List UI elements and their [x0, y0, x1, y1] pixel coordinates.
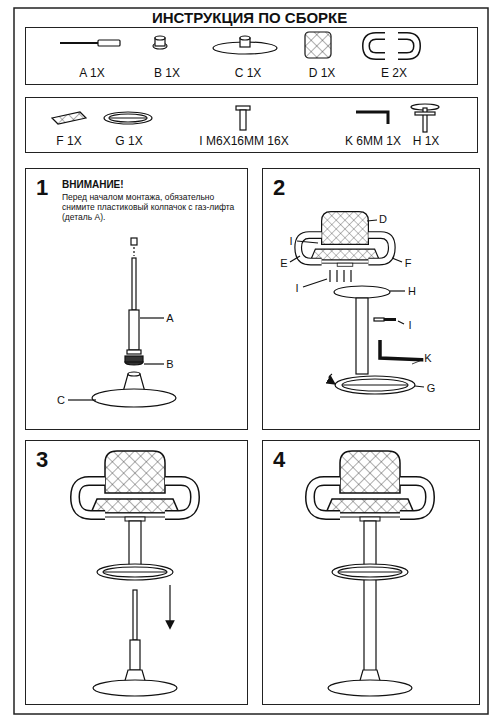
part-label: G 1X	[115, 135, 142, 149]
callout-letter: F	[404, 257, 413, 269]
callout-letter: B	[165, 358, 174, 370]
parts-panel: F 1X G 1X I M6X16MM 16X K 6MM 1X H 1X	[25, 97, 478, 153]
part-label: I M6X16MM 16X	[199, 135, 288, 149]
callout-letter: D	[378, 213, 388, 225]
part-label: F 1X	[56, 135, 81, 149]
callout-letter: G	[426, 382, 437, 394]
callout-letter: A	[165, 312, 174, 324]
step-number: 3	[36, 447, 48, 472]
part-label: H 1X	[413, 135, 440, 149]
warning-text: Перед началом монтажа, обязательно сними…	[62, 192, 242, 223]
callout-letter: H	[407, 285, 417, 297]
parts-row-2	[52, 104, 439, 132]
step4-illustration	[310, 451, 430, 696]
step2-illustration	[290, 212, 428, 394]
step-number: 2	[273, 175, 285, 200]
warning-text: ВНИМАНИЕ!	[62, 179, 124, 191]
part-label: A 1X	[79, 67, 104, 81]
parts-row-1	[60, 32, 417, 58]
callout-letter: E	[279, 257, 288, 269]
part-label: D 1X	[309, 67, 336, 81]
step-panel: 4	[262, 440, 480, 705]
callout-letter: I	[294, 282, 299, 294]
step-number: 4	[273, 447, 285, 472]
part-label: C 1X	[235, 67, 262, 81]
page-frame	[14, 8, 488, 714]
callout-letter: C	[56, 394, 66, 406]
parts-panel: A 1X B 1X C 1X D 1X E 2X	[25, 27, 478, 85]
step-panel: 1 ВНИМАНИЕ!Перед началом монтажа, обязате…	[25, 168, 248, 430]
callout-letter: I	[288, 235, 293, 247]
sheet-title: ИНСТРУКЦИЯ ПО СБОРКЕ	[152, 9, 347, 26]
step-panel: 3	[25, 440, 248, 705]
callout-letter: I	[407, 319, 412, 331]
part-label: B 1X	[154, 67, 180, 81]
step-number: 1	[36, 175, 48, 200]
part-label: K 6MM 1X	[345, 135, 401, 149]
part-label: E 2X	[381, 67, 407, 81]
step1-illustration	[68, 238, 176, 407]
callout-letter: K	[423, 352, 432, 364]
step3-illustration	[75, 451, 195, 696]
step-panel: 2	[262, 168, 480, 430]
